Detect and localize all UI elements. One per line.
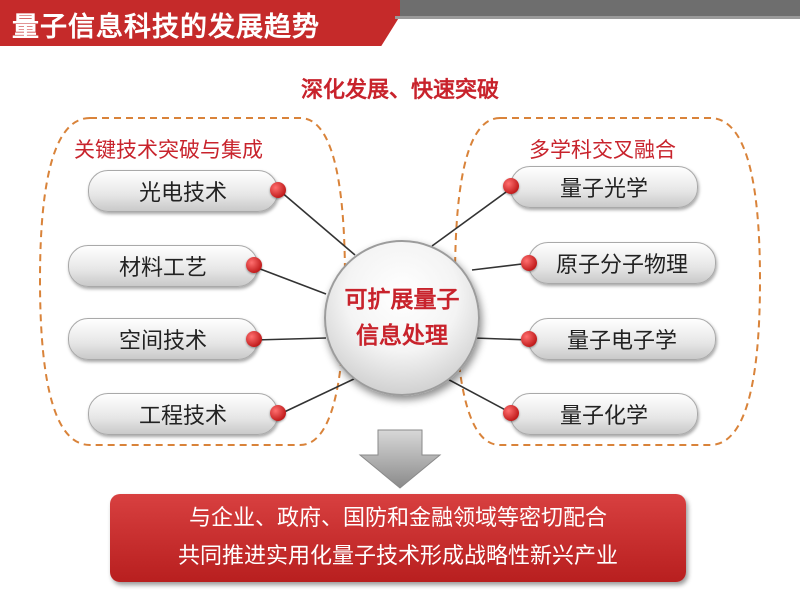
title-banner: 量子信息科技的发展趋势 — [0, 0, 410, 46]
left-group-label: 关键技术突破与集成 — [70, 134, 267, 164]
connector-right-2 — [471, 262, 531, 271]
connector-right-3 — [473, 337, 531, 341]
tech-item-materials: 材料工艺 — [68, 245, 258, 287]
down-arrow-icon — [358, 429, 442, 489]
connector-left-1 — [279, 190, 356, 256]
connector-dot — [270, 405, 286, 421]
discipline-item-atomic-molecular-physics: 原子分子物理 — [528, 242, 716, 284]
connector-dot — [503, 405, 519, 421]
tech-item-optoelectronics: 光电技术 — [88, 170, 278, 212]
tech-item-space: 空间技术 — [68, 318, 258, 360]
discipline-item-quantum-optics: 量子光学 — [510, 166, 698, 208]
connector-right-4 — [439, 374, 514, 415]
tech-item-engineering: 工程技术 — [88, 393, 278, 435]
connector-dot — [270, 182, 286, 198]
conclusion-line2: 共同推进实用化量子技术形成战略性新兴产业 — [177, 544, 618, 569]
central-hub: 可扩展量子 信息处理 — [324, 240, 480, 396]
page-title: 量子信息科技的发展趋势 — [12, 12, 320, 43]
hub-label-line1: 可扩展量子 — [344, 287, 460, 313]
title-decoration-stripe — [395, 16, 800, 19]
right-group-outline — [453, 117, 762, 446]
connector-dot — [503, 178, 519, 194]
right-group-label: 多学科交叉融合 — [525, 134, 680, 164]
subtitle: 深化发展、快速突破 — [300, 78, 499, 103]
conclusion-box: 与企业、政府、国防和金融领域等密切配合 共同推进实用化量子技术形成战略性新兴产业 — [110, 494, 686, 582]
connector-left-3 — [254, 337, 327, 341]
title-decoration-bar — [400, 0, 800, 16]
connector-dot — [521, 331, 537, 347]
discipline-item-quantum-electronics: 量子电子学 — [528, 318, 716, 360]
connector-dot — [521, 255, 537, 271]
hub-label-line2: 信息处理 — [356, 323, 448, 349]
left-group-outline — [38, 117, 347, 446]
conclusion-line1: 与企业、政府、国防和金融领域等密切配合 — [188, 506, 607, 531]
connector-dot — [246, 257, 262, 273]
connector-left-4 — [279, 377, 357, 415]
connector-left-2 — [254, 266, 327, 295]
connector-right-1 — [431, 186, 514, 247]
connector-dot — [246, 331, 262, 347]
discipline-item-quantum-chemistry: 量子化学 — [510, 393, 698, 435]
